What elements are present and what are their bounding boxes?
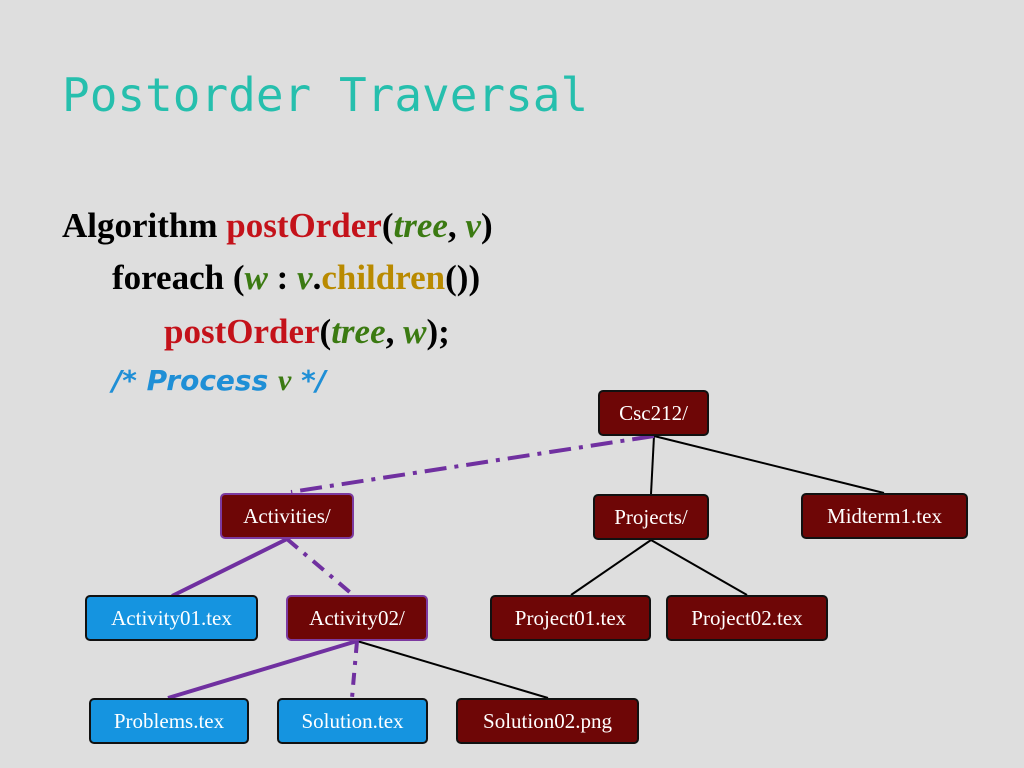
paren-close: ); xyxy=(426,312,450,351)
node-activity02[interactable]: Activity02/ xyxy=(286,595,428,641)
node-csc212[interactable]: Csc212/ xyxy=(598,390,709,436)
method-children: children xyxy=(321,258,446,297)
path-activities-activity01 xyxy=(171,537,288,598)
comma: , xyxy=(447,206,466,245)
keyword-algorithm: Algorithm xyxy=(62,206,218,245)
process-comment: /* Process v */ xyxy=(112,364,326,398)
node-problems[interactable]: Problems.tex xyxy=(89,698,249,744)
arg-tree: tree xyxy=(331,312,386,351)
node-projects[interactable]: Projects/ xyxy=(593,494,709,540)
edge-root-projects xyxy=(650,435,655,495)
recursive-call: postOrder xyxy=(164,312,320,351)
algorithm-line-3: postOrder(tree, w); xyxy=(164,312,450,352)
param-v: v xyxy=(465,206,481,245)
paren-open: ( xyxy=(319,312,332,351)
comment-var-v: v xyxy=(278,364,292,397)
slide-title: Postorder Traversal xyxy=(62,68,589,122)
paren-close: ) xyxy=(480,206,493,245)
path-root-activities xyxy=(290,434,655,494)
algorithm-line-1: Algorithm postOrder(tree, v) xyxy=(62,206,493,246)
arg-w: w xyxy=(403,312,427,351)
edge-activity02-solution02 xyxy=(356,640,549,699)
path-activities-activity02 xyxy=(285,537,354,596)
node-project01[interactable]: Project01.tex xyxy=(490,595,651,641)
node-solution[interactable]: Solution.tex xyxy=(277,698,428,744)
node-activities[interactable]: Activities/ xyxy=(220,493,354,539)
comment-prefix: /* Process xyxy=(112,364,278,397)
node-solution02[interactable]: Solution02.png xyxy=(456,698,639,744)
var-v: v xyxy=(297,258,313,297)
edge-projects-project01 xyxy=(570,539,652,596)
paren-close: ()) xyxy=(445,258,481,297)
keyword-foreach: foreach xyxy=(112,258,225,297)
paren-open: ( xyxy=(381,206,394,245)
var-w: w xyxy=(244,258,268,297)
paren-open: ( xyxy=(224,258,245,297)
edge-root-midterm xyxy=(653,435,885,494)
node-project02[interactable]: Project02.tex xyxy=(666,595,828,641)
path-activity02-solution xyxy=(350,640,359,699)
colon: : xyxy=(267,258,298,297)
dot: . xyxy=(312,258,322,297)
edge-projects-project02 xyxy=(650,539,748,596)
node-activity01[interactable]: Activity01.tex xyxy=(85,595,258,641)
node-midterm1[interactable]: Midterm1.tex xyxy=(801,493,968,539)
comma: , xyxy=(385,312,404,351)
algorithm-line-2: foreach (w : v.children()) xyxy=(112,258,480,298)
path-activity02-problems xyxy=(167,639,358,700)
param-tree: tree xyxy=(393,206,448,245)
comment-suffix: */ xyxy=(291,364,326,397)
function-name: postOrder xyxy=(226,206,382,245)
